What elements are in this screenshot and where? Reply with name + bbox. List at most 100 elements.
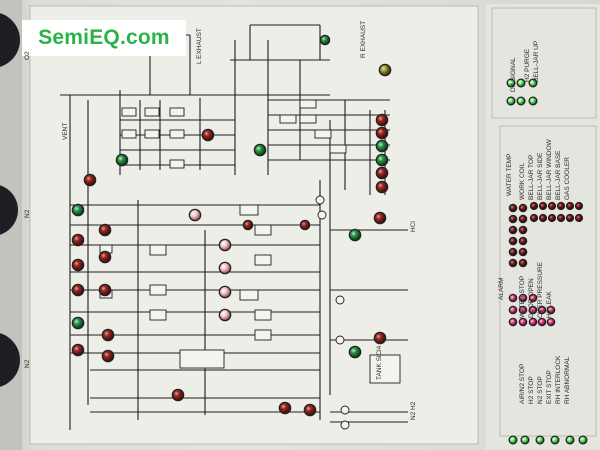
indicator-lamp bbox=[529, 97, 537, 105]
left-label-o2: O2 bbox=[24, 51, 31, 60]
valve-symbol bbox=[179, 349, 225, 369]
indicator-lamp bbox=[520, 295, 526, 301]
valve-symbol bbox=[329, 144, 347, 154]
indicator-lamp bbox=[301, 221, 309, 229]
fitting-symbol bbox=[315, 195, 325, 205]
indicator-lamp bbox=[220, 263, 230, 273]
valve-symbol bbox=[144, 107, 160, 117]
indicator-lamp bbox=[529, 79, 537, 87]
label-r-exhaust: R EXHAUST bbox=[360, 20, 367, 58]
indicator-lamps bbox=[71, 34, 588, 445]
indicator-lamp bbox=[510, 227, 516, 233]
valve-symbol bbox=[149, 309, 167, 321]
indicator-lamp bbox=[100, 225, 110, 235]
indicator-lamp bbox=[375, 333, 385, 343]
valve-symbol bbox=[144, 129, 160, 139]
indicator-lamp bbox=[510, 249, 516, 255]
indicator-lamp bbox=[73, 318, 83, 328]
indicator-lamp bbox=[73, 205, 83, 215]
indicator-lamp bbox=[576, 203, 582, 209]
indicator-lamp bbox=[530, 319, 536, 325]
gauge-knob bbox=[0, 13, 20, 67]
valve-symbol bbox=[254, 224, 272, 236]
alarm-item: AIR/N2 STOP bbox=[519, 363, 526, 404]
alarm-item: DOOR OPEN bbox=[528, 278, 535, 318]
indicator-lamp bbox=[100, 285, 110, 295]
valve-symbol bbox=[239, 204, 259, 216]
alarm-item: OVER PRESSURE bbox=[537, 262, 544, 318]
fitting-symbol bbox=[335, 335, 345, 345]
indicator-lamp bbox=[73, 260, 83, 270]
dk-signal-title: DK SIGNAL bbox=[510, 57, 517, 92]
fitting-symbol bbox=[317, 210, 327, 220]
indicator-lamp bbox=[551, 436, 559, 444]
alarm-item: H2 STOP bbox=[528, 376, 535, 404]
valve-symbol bbox=[121, 129, 137, 139]
water-temp-item: BELL-JAR TOP bbox=[528, 154, 535, 200]
fitting-symbol bbox=[340, 420, 350, 430]
indicator-lamp bbox=[517, 97, 525, 105]
water-temp-item: BELL-JAR BASE bbox=[555, 150, 562, 201]
indicator-lamp bbox=[540, 203, 546, 209]
indicator-lamp bbox=[536, 436, 544, 444]
indicator-lamp bbox=[520, 216, 526, 222]
indicator-lamp bbox=[73, 285, 83, 295]
valve-symbol bbox=[239, 289, 259, 301]
indicator-lamp bbox=[220, 310, 230, 320]
indicator-lamp bbox=[350, 230, 360, 240]
indicator-lamp bbox=[567, 215, 573, 221]
indicator-lamp bbox=[517, 79, 525, 87]
label-l-exhaust: L EXHAUST bbox=[196, 28, 203, 64]
indicator-lamp bbox=[103, 330, 113, 340]
indicator-lamp bbox=[531, 215, 537, 221]
label-vent: VENT bbox=[62, 122, 69, 140]
indicator-lamp bbox=[520, 319, 526, 325]
indicator-lamp bbox=[321, 36, 329, 44]
indicator-lamp bbox=[377, 155, 387, 165]
left-label-n2-lower: N2 bbox=[24, 359, 31, 368]
indicator-lamp bbox=[520, 205, 526, 211]
semieq-logo: SemiEQ.com bbox=[22, 20, 186, 56]
indicator-lamp bbox=[377, 115, 387, 125]
indicator-lamp bbox=[377, 128, 387, 138]
valve-symbol bbox=[299, 114, 317, 124]
indicator-lamp bbox=[220, 287, 230, 297]
indicator-lamp bbox=[548, 319, 554, 325]
indicator-lamp bbox=[510, 216, 516, 222]
label-hcl: HCl bbox=[410, 221, 417, 232]
indicator-lamp bbox=[100, 252, 110, 262]
indicator-lamp bbox=[530, 295, 536, 301]
indicator-lamp bbox=[510, 238, 516, 244]
indicator-lamp bbox=[190, 210, 200, 220]
dk-signal-item: H2 PURGE bbox=[524, 48, 531, 82]
valve-symbol bbox=[314, 129, 332, 139]
label-n2-bottom: N2 bbox=[410, 411, 417, 420]
logo-text: SemiEQ.com bbox=[38, 26, 170, 49]
valve-symbol bbox=[369, 354, 401, 384]
indicator-lamp bbox=[103, 351, 113, 361]
water-temp-item: BELL-JAR SIDE bbox=[537, 152, 544, 200]
alarm-item: H2 LEAK bbox=[546, 291, 553, 318]
indicator-lamp bbox=[280, 403, 290, 413]
indicator-lamp bbox=[507, 79, 515, 87]
valve-symbol bbox=[169, 107, 185, 117]
indicator-lamp bbox=[566, 436, 574, 444]
indicator-lamp bbox=[509, 436, 517, 444]
indicator-lamp bbox=[85, 175, 95, 185]
valve-symbols bbox=[99, 99, 401, 430]
indicator-lamp bbox=[350, 347, 360, 357]
valve-symbol bbox=[169, 159, 185, 169]
indicator-lamp bbox=[305, 405, 315, 415]
alarm-item: RH ABNORMAL bbox=[564, 356, 571, 404]
indicator-lamp bbox=[520, 307, 526, 313]
valve-symbol bbox=[121, 107, 137, 117]
indicator-lamp bbox=[173, 390, 183, 400]
gauge-knob bbox=[0, 185, 18, 235]
water-temp-title: WATER TEMP bbox=[506, 153, 513, 197]
gauge-knob bbox=[0, 333, 20, 387]
water-temp-item: GAS COOLER bbox=[564, 157, 571, 200]
indicator-lamp bbox=[510, 295, 516, 301]
indicator-lamp bbox=[73, 345, 83, 355]
alarm-item: N2 STOP bbox=[537, 376, 544, 404]
